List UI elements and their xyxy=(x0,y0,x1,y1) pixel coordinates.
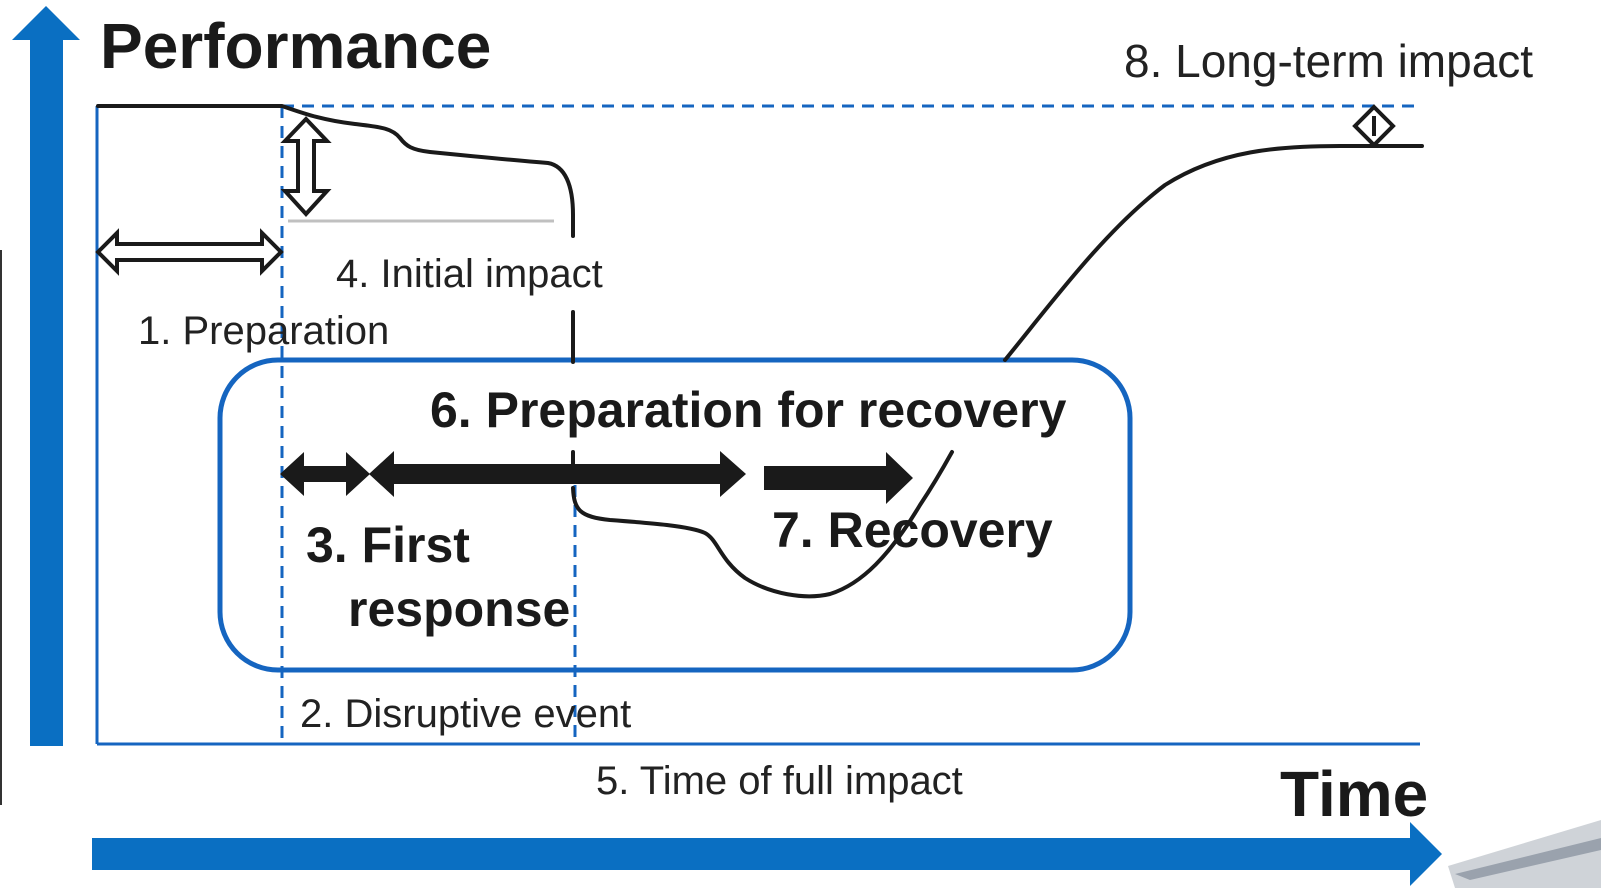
label-initial-impact: 4. Initial impact xyxy=(336,252,603,296)
prep-recovery-arrow-icon xyxy=(369,451,746,497)
first-response-arrow-icon xyxy=(280,452,370,496)
preparation-double-arrow-icon xyxy=(95,228,284,276)
x-axis-arrow-icon xyxy=(92,822,1442,886)
x-axis-title: Time xyxy=(1280,758,1429,830)
label-long-term-impact: 8. Long-term impact xyxy=(1124,35,1534,87)
label-disruptive-event: 2. Disruptive event xyxy=(300,692,632,736)
label-first-response-line1: 3. First xyxy=(306,517,470,573)
label-first-response-line2: response xyxy=(348,581,571,637)
label-preparation: 1. Preparation xyxy=(138,309,390,353)
y-axis-arrow-icon xyxy=(12,6,80,746)
y-axis-title: Performance xyxy=(100,10,492,82)
response-zone-box xyxy=(217,357,1133,673)
initial-impact-double-arrow-icon xyxy=(280,116,332,217)
label-recovery: 7. Recovery xyxy=(772,502,1053,558)
label-time-of-full-impact: 5. Time of full impact xyxy=(596,759,963,803)
label-prep-for-recovery: 6. Preparation for recovery xyxy=(430,382,1067,438)
decorative-swoosh-shade xyxy=(1455,838,1601,880)
recovery-arrow-icon xyxy=(764,452,913,504)
